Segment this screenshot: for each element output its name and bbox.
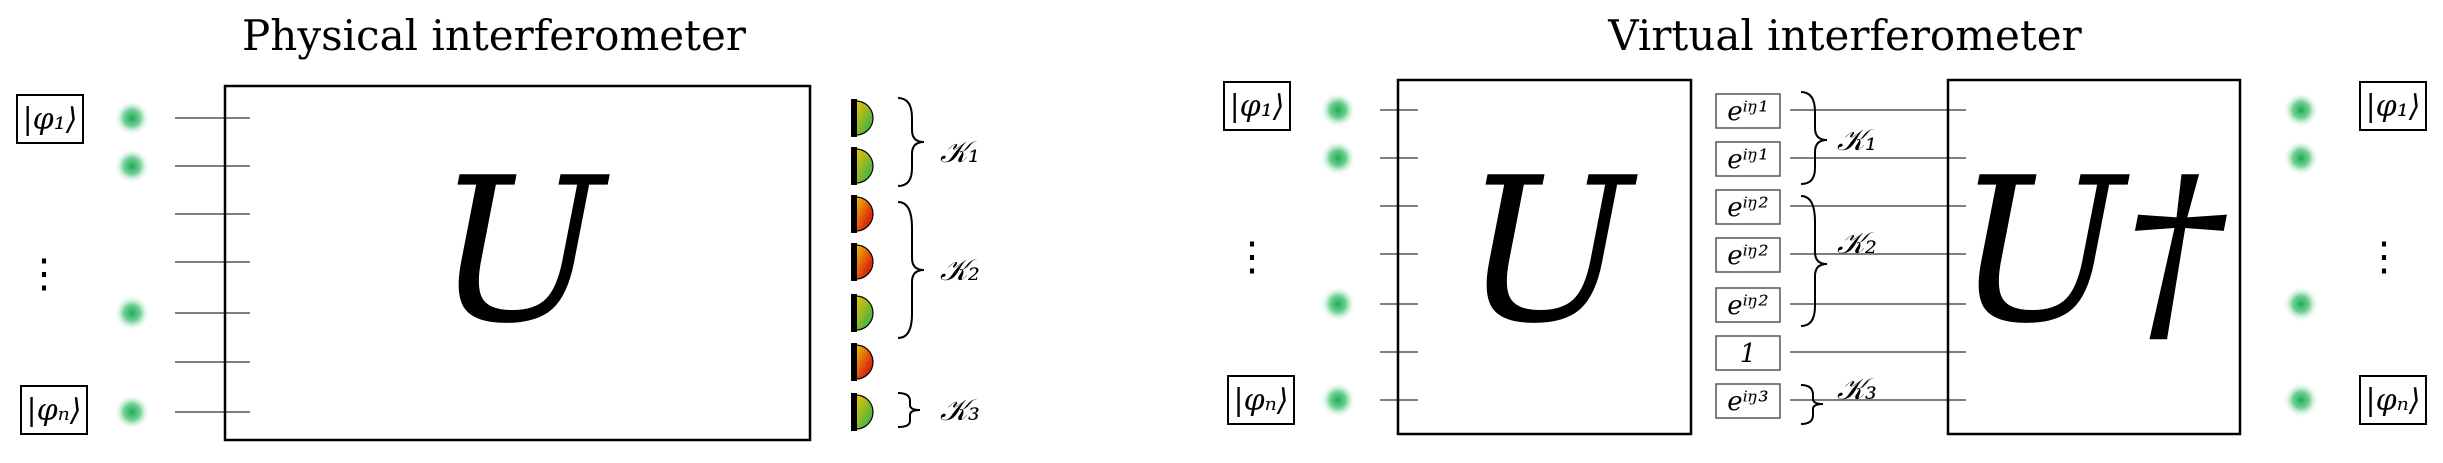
physical-unitary-label: U	[436, 135, 611, 368]
photon-icon	[114, 148, 150, 184]
detector-array	[851, 99, 874, 431]
group-label-k2: 𝒦₂	[940, 253, 980, 288]
photon-icon	[1320, 92, 1356, 128]
photon-icon	[114, 100, 150, 136]
photon-icon	[114, 394, 150, 430]
physical-vdots: ⋮	[24, 251, 64, 297]
phase-shifter: eⁱᵑ¹	[1715, 93, 1781, 129]
virtual-title: Virtual interferometer	[1607, 11, 2082, 60]
phase-label: eⁱᵑ²	[1727, 193, 1768, 223]
virtual-unitary-left: U	[1464, 135, 1639, 368]
physical-box	[223, 84, 812, 442]
phase-label: eⁱᵑ¹	[1727, 97, 1768, 127]
phase-label: eⁱᵑ¹	[1727, 145, 1768, 175]
detector-icon	[851, 195, 874, 233]
physical-mesh	[175, 117, 250, 413]
phase-label: eⁱᵑ³	[1727, 387, 1768, 417]
virtual-interferometer: Virtual interferometer U U† eⁱᵑ¹ eⁱᵑ¹ eⁱᵑ²…	[1223, 11, 2427, 436]
detector-icon	[851, 294, 874, 332]
photon-icon	[1320, 382, 1356, 418]
virtual-unitary-right: U†	[1956, 135, 2228, 368]
virtual-group-label-k1: 𝒦₁	[1837, 123, 1877, 158]
virtual-input-vdots: ⋮	[1232, 234, 1272, 280]
virtual-input-ket-box-n	[1227, 375, 1295, 425]
detector-icon	[851, 243, 874, 281]
virtual-brace-k1	[1800, 91, 1828, 185]
physical-title: Physical interferometer	[242, 11, 747, 60]
virtual-output-ket-1: |φ₁⟩	[2366, 89, 2421, 124]
phase-shifter: eⁱᵑ²	[1715, 189, 1781, 225]
phase-shifter: eⁱᵑ²	[1715, 237, 1781, 273]
physical-input-ket-1: |φ₁⟩	[23, 102, 78, 137]
virtual-output-ket-n: |φₙ⟩	[2366, 383, 2421, 418]
photon-icon	[2283, 140, 2319, 176]
photon-icon	[2283, 92, 2319, 128]
phase-label: 1	[1740, 339, 1757, 369]
phase-column: eⁱᵑ¹ eⁱᵑ¹ eⁱᵑ² eⁱᵑ² eⁱᵑ² 1 eⁱᵑ³	[1715, 93, 1781, 419]
group-label-k3: 𝒦₃	[940, 393, 980, 428]
virtual-box-right	[1946, 78, 2242, 436]
group-label-k1: 𝒦₁	[940, 135, 980, 170]
physical-input-ket-n: |φₙ⟩	[27, 393, 82, 428]
virtual-group-label-k3: 𝒦₃	[1837, 372, 1877, 407]
photon-icon	[2283, 286, 2319, 322]
detector-icon	[851, 99, 874, 137]
physical-input-ket-box-1	[16, 94, 84, 144]
phase-shifter: 1	[1715, 335, 1781, 371]
detector-icon	[851, 393, 874, 431]
phase-shifter: eⁱᵑ³	[1715, 383, 1781, 419]
virtual-output-ket-box-n	[2359, 375, 2427, 425]
virtual-brace-k2	[1800, 195, 1828, 327]
brace-k1	[897, 97, 925, 187]
virtual-input-ket-1: |φ₁⟩	[1230, 89, 1285, 124]
photon-icon	[1320, 286, 1356, 322]
virtual-input-ket-box-1	[1223, 81, 1291, 131]
virtual-output-ket-box-1	[2359, 81, 2427, 131]
photon-icon	[114, 295, 150, 331]
brace-k3	[897, 392, 921, 428]
phase-shifter: eⁱᵑ¹	[1715, 141, 1781, 177]
physical-input-ket-box-n	[20, 385, 88, 435]
phase-label: eⁱᵑ²	[1727, 241, 1768, 271]
virtual-input-ket-n: |φₙ⟩	[1234, 383, 1289, 418]
photon-icon	[1320, 140, 1356, 176]
phase-shifter: eⁱᵑ²	[1715, 287, 1781, 323]
virtual-output-vdots: ⋮	[2364, 234, 2404, 280]
brace-k2	[897, 201, 925, 339]
phase-label: eⁱᵑ²	[1727, 291, 1768, 321]
detector-icon	[851, 343, 874, 381]
virtual-group-label-k2: 𝒦₂	[1837, 226, 1877, 261]
detector-icon	[851, 147, 874, 185]
virtual-box-left	[1396, 78, 1693, 436]
photon-icon	[2283, 382, 2319, 418]
physical-interferometer: Physical interferometer U |φ₁⟩ |φₙ⟩ ⋮ 𝒦₁…	[16, 11, 980, 442]
virtual-brace-k3	[1800, 384, 1824, 425]
